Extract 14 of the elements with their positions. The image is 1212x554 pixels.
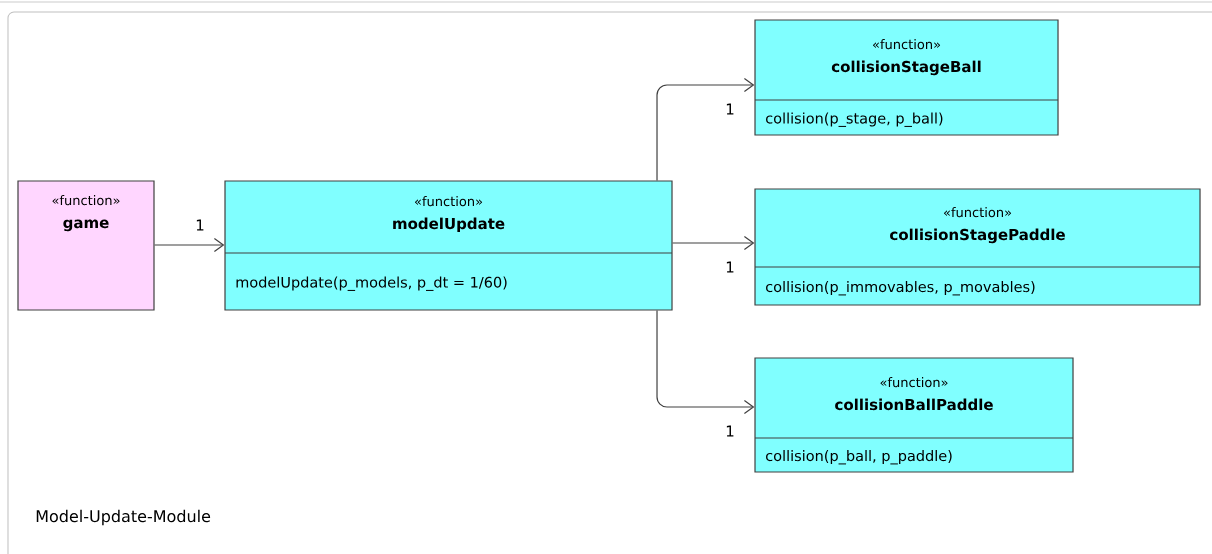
class-box: «function» collisionStagePaddle collision(p_immovables, p_movables) xyxy=(754,188,1201,306)
class-box: «function» modelUpdate modelUpdate(p_models, p_dt = 1/60) xyxy=(224,180,673,311)
class-box: «function» collisionStageBall collision(p_stage, p_ball) xyxy=(754,19,1059,136)
multiplicity-label: 1 xyxy=(726,425,734,437)
arrow xyxy=(656,77,755,181)
multiplicity-label: 1 xyxy=(196,219,204,231)
arrow xyxy=(656,310,755,415)
class-box: «function» game xyxy=(17,180,155,311)
multiplicity-label: 1 xyxy=(726,103,734,115)
diagram-name: Model-Update-Module xyxy=(36,509,211,526)
class-box: «function» collisionBallPaddle collision(p_ball, p_paddle) xyxy=(754,357,1074,473)
arrow xyxy=(154,237,225,253)
multiplicity-label: 1 xyxy=(726,261,734,273)
arrow xyxy=(672,235,755,251)
